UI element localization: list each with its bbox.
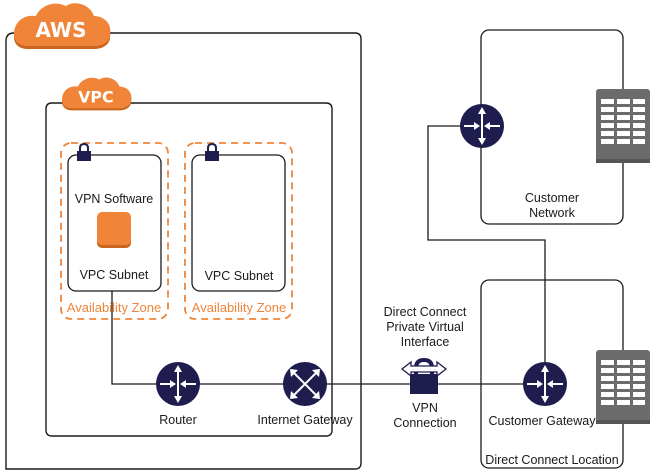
vpc-container — [45, 102, 333, 437]
internet-gateway-label: Internet Gateway — [257, 413, 353, 427]
server-icon — [596, 350, 650, 424]
customer-router-icon — [460, 104, 504, 148]
vpn-connection-label-line2: Connection — [393, 416, 456, 430]
lock-icon — [205, 142, 219, 161]
server-icon — [596, 89, 650, 163]
vpc-label: VPC — [78, 87, 113, 106]
vpc-cloud-badge: VPC — [62, 77, 132, 111]
direct-connect-location-label: Direct Connect Location — [485, 453, 618, 467]
availability-zone-2-label: Availability Zone — [192, 300, 286, 315]
aws-cloud-region — [5, 32, 362, 470]
ec2-instance-icon — [97, 212, 131, 248]
vpc-subnet-2 — [191, 154, 286, 292]
aws-cloud-badge: AWS — [14, 3, 111, 50]
lock-icon — [77, 142, 91, 161]
direct-connect-label-line3: Interface — [401, 335, 450, 349]
customer-network-container: Customer Network — [480, 29, 624, 225]
router-icon — [156, 362, 200, 406]
connection-lines — [111, 125, 546, 385]
vpn-software-label: VPN Software — [75, 192, 154, 206]
availability-zone-2: VPC Subnet Availability Zone — [184, 142, 293, 320]
server-slots — [601, 360, 645, 405]
availability-zone-1: VPN Software VPC Subnet Availability Zon… — [60, 142, 169, 320]
vpn-connection-icon — [400, 357, 448, 394]
direct-connect-label-line2: Private Virtual — [386, 320, 464, 334]
server-slots — [601, 99, 645, 144]
line-customer-gateway-to-customer-router — [427, 125, 546, 384]
availability-zone-1-label: Availability Zone — [67, 300, 161, 315]
customer-gateway-icon — [523, 362, 567, 406]
customer-network-label-line2: Network — [529, 206, 576, 220]
vpn-connection-label-line1: VPN — [412, 401, 438, 415]
internet-gateway-icon — [283, 362, 327, 406]
aws-label: AWS — [35, 18, 86, 42]
customer-gateway-label: Customer Gateway — [489, 414, 597, 428]
vpc-subnet-2-label: VPC Subnet — [205, 269, 274, 283]
vpc-subnet-1-label: VPC Subnet — [80, 268, 149, 282]
customer-network-label-line1: Customer — [525, 191, 579, 205]
direct-connect-label-line1: Direct Connect — [384, 305, 467, 319]
router-label: Router — [159, 413, 197, 427]
